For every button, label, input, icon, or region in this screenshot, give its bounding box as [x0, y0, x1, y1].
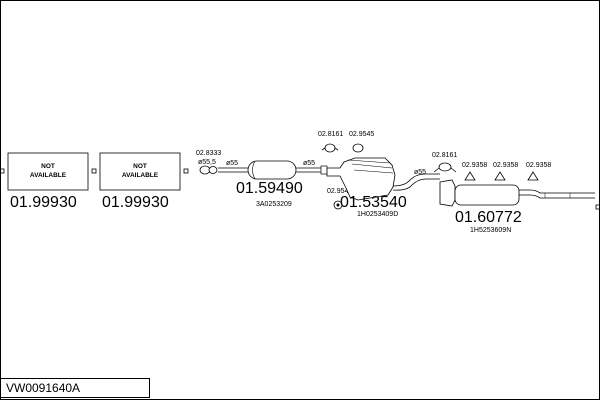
connector-marker: [91, 168, 97, 174]
fitting-label: 02.9545: [349, 131, 374, 138]
fitting-label: ø55: [303, 160, 315, 167]
edge-marker-right: [595, 204, 600, 210]
connector-marker: [183, 168, 189, 174]
fitting-label: 02.9358: [493, 162, 518, 169]
rubber-hanger-icon[interactable]: [527, 171, 539, 181]
rubber-hanger-icon[interactable]: [433, 162, 457, 173]
not-available-box-1[interactable]: NOT AVAILABLE: [7, 152, 89, 191]
kit-code: VW0091640A: [6, 381, 81, 395]
fitting-label: 02.8161: [432, 152, 457, 159]
front-silencer-part[interactable]: [326, 157, 440, 201]
fitting-label: ø55: [226, 160, 238, 167]
part-ref-4: 1H0253409D: [357, 211, 398, 218]
kit-code-box: VW0091640A: [0, 378, 150, 398]
part-number-3: 01.59490: [236, 180, 303, 197]
not-available-text-1a: NOT: [41, 163, 55, 170]
part-ref-5: 1H5253609N: [470, 227, 511, 234]
fitting-label: 02.9358: [526, 162, 551, 169]
part-ref-3: 3A0253209: [256, 201, 292, 208]
part-number-1: 01.99930: [10, 194, 77, 211]
part-number-5: 01.60772: [455, 209, 522, 226]
fitting-label: ø55,5: [198, 159, 216, 166]
edge-marker-left: [0, 168, 5, 174]
middle-silencer-part[interactable]: [218, 160, 328, 180]
fitting-label: 02.9545: [327, 188, 352, 195]
rubber-hanger-icon[interactable]: [333, 200, 343, 210]
not-available-text-2b: AVAILABLE: [122, 172, 159, 179]
clamp-icon[interactable]: [199, 165, 218, 175]
not-available-text-2a: NOT: [133, 163, 147, 170]
not-available-text-1b: AVAILABLE: [30, 172, 67, 179]
rubber-hanger-icon[interactable]: [321, 143, 339, 153]
fitting-label: 02.8333: [196, 150, 221, 157]
rubber-hanger-icon[interactable]: [464, 171, 476, 181]
rear-silencer-part[interactable]: [439, 179, 595, 207]
fitting-label: ø55: [414, 169, 426, 176]
part-number-4: 01.53540: [340, 194, 407, 211]
fitting-label: 02.9358: [462, 162, 487, 169]
not-available-box-2[interactable]: NOT AVAILABLE: [99, 152, 181, 191]
rubber-hanger-icon[interactable]: [494, 171, 506, 181]
fitting-label: 02.8161: [318, 131, 343, 138]
rubber-hanger-icon[interactable]: [352, 143, 364, 153]
part-number-2: 01.99930: [102, 194, 169, 211]
